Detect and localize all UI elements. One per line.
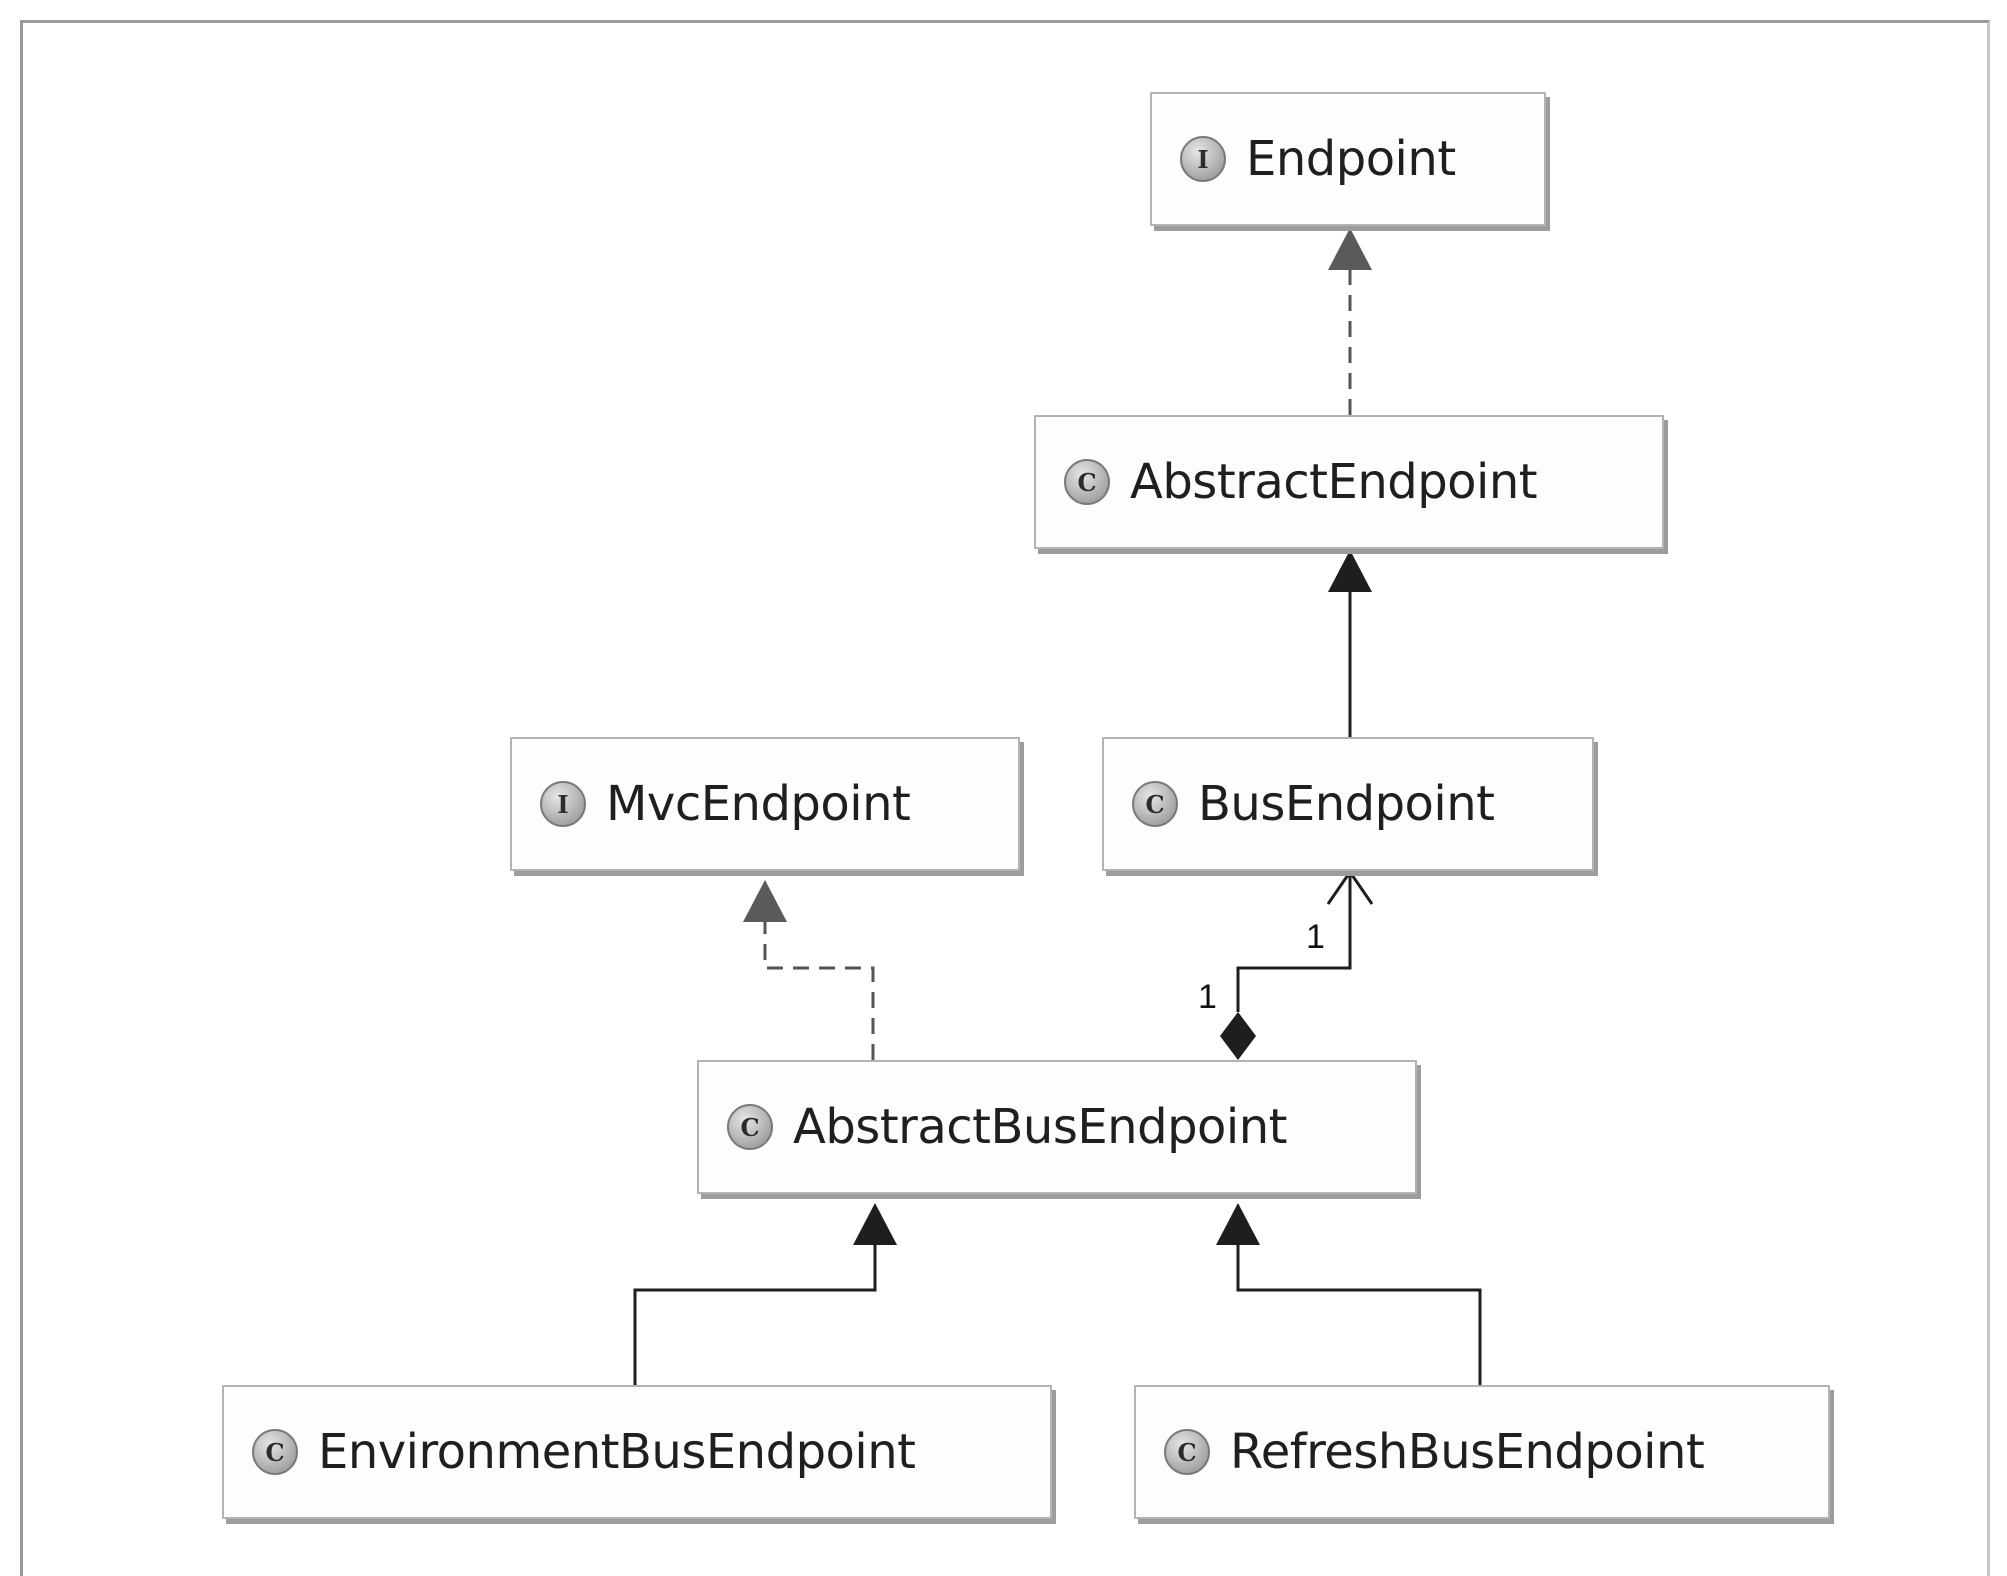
class-name: RefreshBusEndpoint xyxy=(1230,1424,1705,1480)
edge-abstractbusendpoint-to-mvcendpoint xyxy=(743,880,875,1060)
class-name: EnvironmentBusEndpoint xyxy=(318,1424,916,1480)
edge-environmentbusendpoint-to-abstractbusendpoint xyxy=(633,1203,897,1385)
edge-refreshbusendpoint-to-abstractbusendpoint xyxy=(1216,1203,1482,1385)
edge-abstractbusendpoint-to-busendpoint xyxy=(1220,869,1374,1060)
edge-abstractendpoint-to-endpoint xyxy=(1328,228,1372,415)
class-name: MvcEndpoint xyxy=(606,776,911,832)
interface-icon: I xyxy=(1180,136,1226,182)
class-abstractendpoint[interactable]: C AbstractEndpoint xyxy=(1034,415,1664,549)
class-name: BusEndpoint xyxy=(1198,776,1495,832)
class-refreshbusendpoint[interactable]: C RefreshBusEndpoint xyxy=(1134,1385,1830,1519)
interface-icon: I xyxy=(540,781,586,827)
class-icon: C xyxy=(727,1104,773,1150)
class-name: Endpoint xyxy=(1246,131,1456,187)
class-mvcendpoint[interactable]: I MvcEndpoint xyxy=(510,737,1020,871)
diagram-frame xyxy=(20,20,1990,1576)
class-icon: C xyxy=(252,1429,298,1475)
class-icon: C xyxy=(1132,781,1178,827)
edge-busendpoint-to-abstractendpoint xyxy=(1328,550,1372,737)
class-endpoint[interactable]: I Endpoint xyxy=(1150,92,1546,226)
class-name: AbstractEndpoint xyxy=(1130,454,1538,510)
class-abstractbusendpoint[interactable]: C AbstractBusEndpoint xyxy=(697,1060,1417,1194)
class-icon: C xyxy=(1064,459,1110,505)
class-name: AbstractBusEndpoint xyxy=(793,1099,1287,1155)
class-icon: C xyxy=(1164,1429,1210,1475)
multiplicity-target: 1 xyxy=(1306,918,1325,956)
class-busendpoint[interactable]: C BusEndpoint xyxy=(1102,737,1594,871)
multiplicity-source: 1 xyxy=(1198,978,1217,1016)
class-environmentbusendpoint[interactable]: C EnvironmentBusEndpoint xyxy=(222,1385,1052,1519)
